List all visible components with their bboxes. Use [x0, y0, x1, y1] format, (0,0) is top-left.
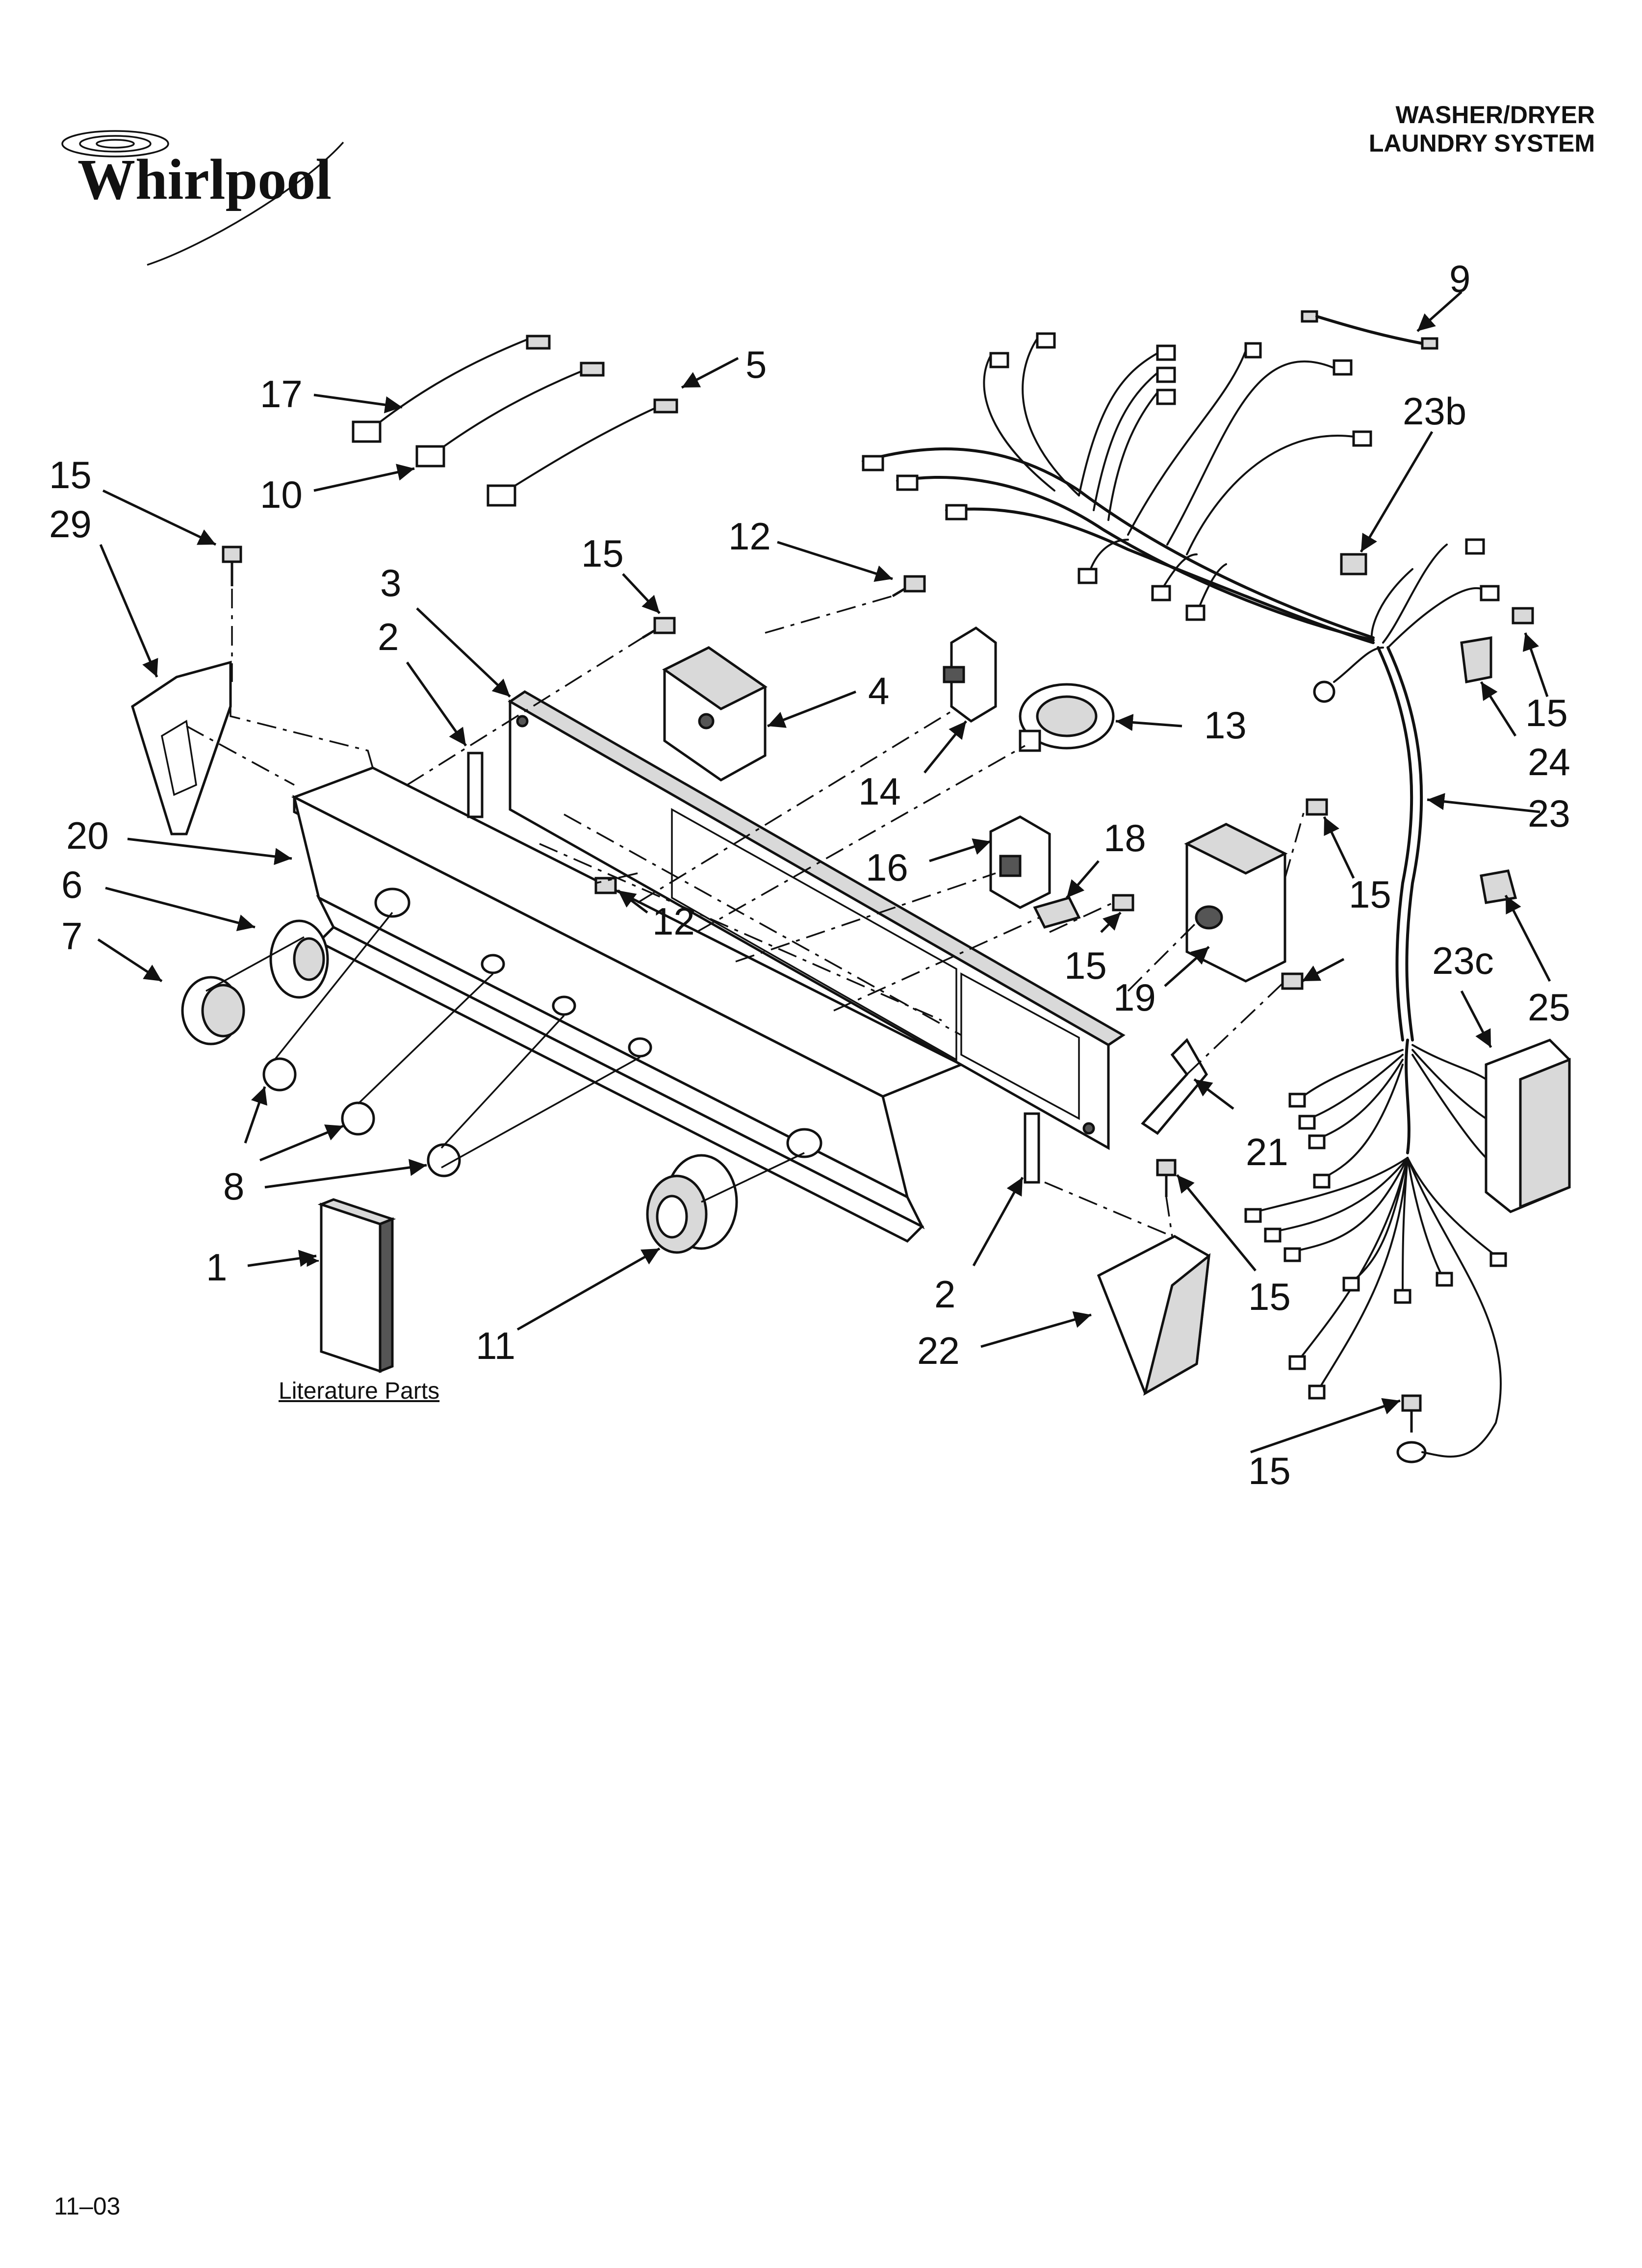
callout-15-switch: 15: [1064, 944, 1107, 987]
callout-19: 19: [1113, 976, 1156, 1019]
part-clip-24: [1460, 636, 1492, 683]
brand-name: Whirlpool: [77, 147, 332, 211]
callout-23: 23: [1528, 792, 1570, 835]
callout-24: 24: [1528, 740, 1570, 783]
screws: [222, 546, 1534, 1463]
part-bracket-21: [1141, 1038, 1208, 1135]
header-line-1: WASHER/DRYER: [1395, 101, 1595, 129]
callout-1: 1: [206, 1246, 227, 1289]
callout-2-left: 2: [378, 615, 399, 658]
callout-5: 5: [745, 343, 767, 386]
harness-small: [352, 335, 678, 507]
logo-swirl-tail: [147, 141, 344, 266]
part-spacer-right: [1024, 1112, 1040, 1184]
callout-15-right: 15: [1525, 691, 1568, 734]
part-literature: [317, 1198, 396, 1373]
callout-17: 17: [260, 372, 303, 416]
part-switch-4: [662, 646, 768, 782]
callout-numbers: 1 2 2 3 4 5 6 7 8 9 10 11 12 12 13 14 15…: [49, 257, 1570, 1492]
part-switch-18: [1033, 896, 1081, 929]
callout-8: 8: [223, 1165, 244, 1208]
part-pressure-switch: [1019, 683, 1115, 752]
part-console: [291, 766, 965, 1243]
callout-13: 13: [1204, 704, 1247, 747]
callout-20: 20: [66, 814, 109, 857]
callout-15-ground: 15: [1248, 1449, 1291, 1492]
callout-15-top: 15: [581, 532, 624, 575]
part-knob-11: [646, 1154, 738, 1254]
leader-arrows: [97, 291, 1551, 1454]
logo-swirl-mid: [79, 135, 152, 153]
header-line-2: LAUNDRY SYSTEM: [1368, 130, 1595, 157]
callout-3: 3: [380, 561, 401, 604]
callout-11: 11: [476, 1324, 515, 1367]
callout-14: 14: [858, 770, 901, 813]
page-header: WASHER/DRYER LAUNDRY SYSTEM: [1369, 101, 1595, 157]
callout-15-timer: 15: [1349, 873, 1391, 916]
callout-23c: 23c: [1432, 939, 1494, 982]
callout-6: 6: [61, 863, 82, 906]
part-back-panel: [508, 690, 1126, 1150]
callout-25: 25: [1528, 986, 1570, 1029]
callout-7: 7: [61, 914, 82, 958]
callout-18: 18: [1103, 816, 1146, 860]
part-knob-ring: [269, 919, 329, 999]
part-end-cap: [1097, 1235, 1211, 1396]
callout-4: 4: [868, 669, 889, 712]
part-buttons-8: [262, 1057, 461, 1177]
page-code: 11–03: [54, 2192, 121, 2220]
logo-swirl-inner: [96, 139, 135, 149]
callout-15-logo: 15: [49, 453, 92, 496]
logo-swirl-outer: [61, 130, 169, 157]
callout-2-right: 2: [934, 1273, 955, 1316]
callout-16: 16: [866, 846, 908, 889]
part-spacer-left: [467, 752, 484, 818]
wire-jumper-9: [1301, 310, 1438, 350]
callout-21: 21: [1246, 1130, 1288, 1173]
assembly-lines: [186, 589, 1306, 1237]
main-wire-harness: [862, 332, 1507, 1458]
callout-12-mid: 12: [652, 900, 695, 943]
whirlpool-logo: Whirlpool: [61, 130, 344, 266]
part-connector-23c: [1485, 1039, 1571, 1213]
callout-9: 9: [1449, 257, 1470, 300]
callout-12-top: 12: [728, 515, 771, 558]
part-timer: [1184, 823, 1288, 983]
callout-29: 29: [49, 502, 92, 546]
part-switch-14: [943, 626, 997, 723]
callout-15-cap: 15: [1248, 1275, 1291, 1318]
part-clip-25: [1480, 869, 1517, 904]
callout-22: 22: [917, 1329, 960, 1372]
literature-parts-label: Literature Parts: [279, 1378, 440, 1404]
callout-23b: 23b: [1403, 390, 1466, 433]
part-switch-16: [989, 815, 1051, 909]
callout-10: 10: [260, 473, 303, 516]
part-knob-7: [181, 976, 245, 1045]
part-left-bracket: [131, 660, 232, 835]
